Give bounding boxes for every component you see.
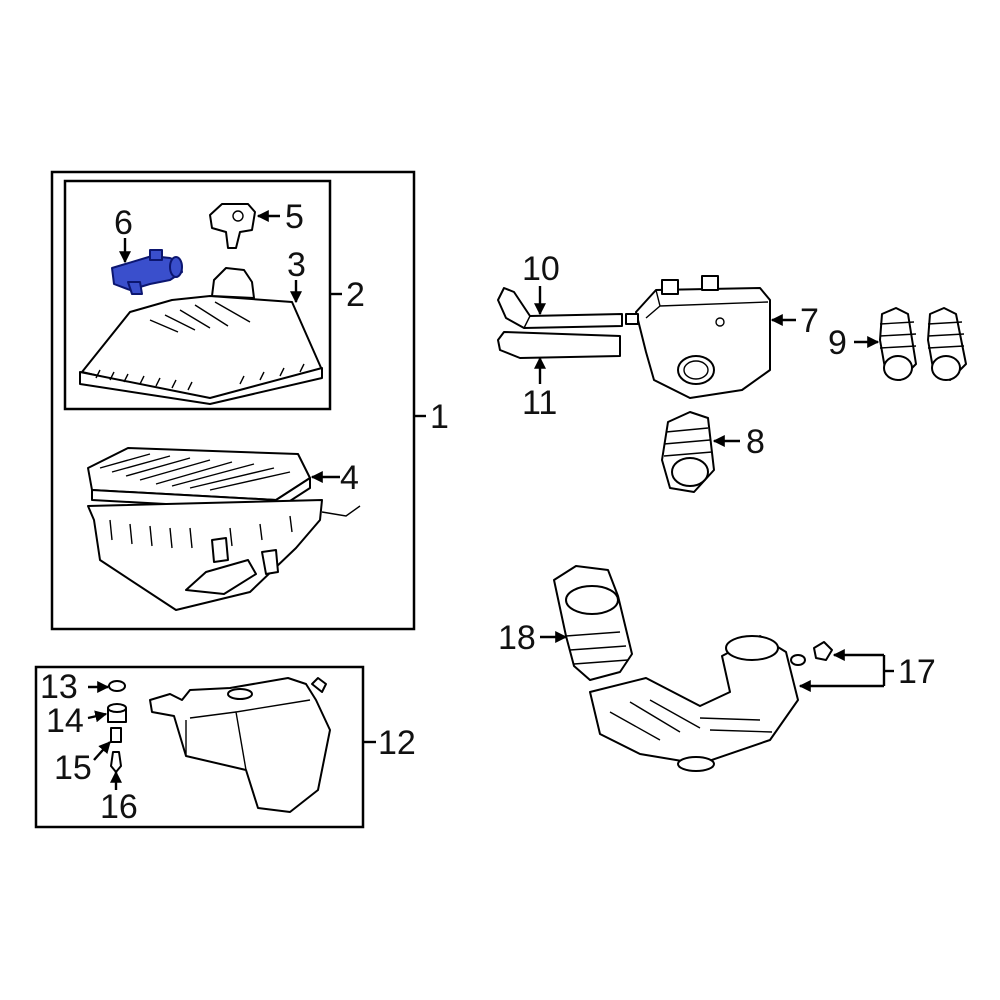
- label-2: 2: [346, 276, 365, 314]
- part-8[interactable]: [661, 411, 715, 493]
- part-5[interactable]: [209, 203, 256, 249]
- part-10[interactable]: [497, 287, 623, 329]
- part-3[interactable]: [79, 267, 323, 405]
- intake-duct: [589, 635, 806, 772]
- label-5: 5: [285, 198, 304, 236]
- label-9: 9: [828, 324, 847, 362]
- part-17[interactable]: [813, 641, 833, 661]
- part-13[interactable]: [108, 680, 126, 692]
- label-12: 12: [378, 724, 416, 762]
- label-14: 14: [46, 702, 84, 740]
- part-15[interactable]: [110, 727, 122, 743]
- label-7: 7: [800, 302, 819, 340]
- label-13: 13: [40, 668, 78, 706]
- lower-housing: [87, 499, 361, 611]
- label-10: 10: [522, 250, 560, 288]
- part-9[interactable]: [879, 307, 967, 381]
- label-16: 16: [100, 788, 138, 826]
- label-8: 8: [746, 423, 765, 461]
- part-12[interactable]: [149, 677, 331, 813]
- part-16[interactable]: [110, 751, 122, 773]
- part-14[interactable]: [107, 703, 127, 723]
- label-11: 11: [522, 384, 557, 422]
- label-6: 6: [114, 204, 133, 242]
- part-11[interactable]: [497, 331, 621, 359]
- part-18[interactable]: [553, 565, 633, 681]
- label-3: 3: [287, 246, 306, 284]
- label-18: 18: [498, 619, 536, 657]
- label-4: 4: [340, 459, 359, 497]
- label-17: 17: [898, 653, 936, 691]
- label-1: 1: [430, 398, 449, 436]
- leader-lines: [87, 210, 894, 790]
- part-7[interactable]: [625, 275, 771, 399]
- label-15: 15: [54, 749, 92, 787]
- part-6-highlighted[interactable]: [111, 249, 183, 295]
